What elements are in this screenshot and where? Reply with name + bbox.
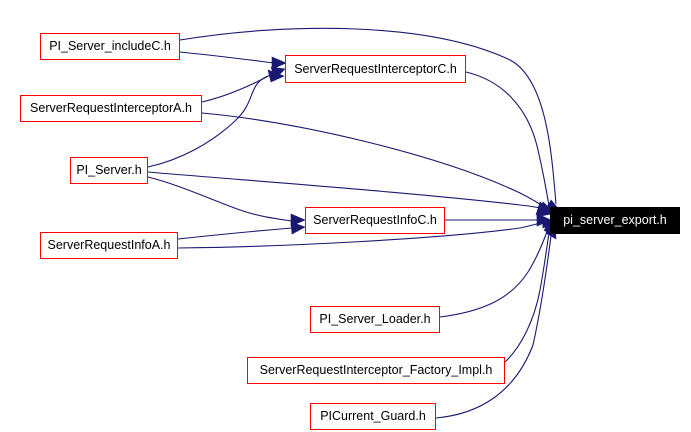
graph-node-serverrequestinterceptorc[interactable]: ServerRequestInterceptorC.h xyxy=(285,55,466,83)
graph-node-label: ServerRequestInfoA.h xyxy=(47,238,171,253)
edge-loader-to-export xyxy=(439,228,549,318)
edge-infoa-to-infoc xyxy=(177,227,293,240)
edge-interceptora-to-export xyxy=(201,112,547,209)
graph-node-label: PI_Server.h xyxy=(76,163,142,178)
graph-node-pi_server[interactable]: PI_Server.h xyxy=(70,157,148,184)
edge-interceptora-to-interceptorc xyxy=(201,72,275,103)
graph-node-serverrequestinfoc[interactable]: ServerRequestInfoC.h xyxy=(305,207,445,234)
graph-node-label: PI_Server_includeC.h xyxy=(49,39,171,54)
edge-piserver-to-infoc xyxy=(147,176,293,222)
edge-piserver-to-interceptorc xyxy=(147,75,269,168)
edge-piserver-to-export-arrowhead xyxy=(537,202,554,216)
edge-includec-to-export xyxy=(179,27,557,205)
graph-node-pi_server_export: pi_server_export.h xyxy=(550,207,680,234)
edge-includec-to-interceptorc xyxy=(179,51,275,64)
edge-includec-to-interceptorc-arrowhead xyxy=(271,56,287,70)
edge-piserver-to-export xyxy=(147,171,545,210)
graph-node-picurrent_guard[interactable]: PICurrent_Guard.h xyxy=(310,403,436,430)
graph-node-label: pi_server_export.h xyxy=(563,213,667,228)
edge-infoa-to-export xyxy=(177,221,545,249)
graph-node-pi_server_loader[interactable]: PI_Server_Loader.h xyxy=(310,306,440,333)
edge-piserver-to-interceptorc-arrowhead xyxy=(267,69,285,83)
graph-node-label: ServerRequestInterceptorC.h xyxy=(294,61,457,76)
graph-node-label: PI_Server_Loader.h xyxy=(319,312,431,327)
graph-node-serverrequestinfoa[interactable]: ServerRequestInfoA.h xyxy=(40,232,178,259)
graph-node-label: PICurrent_Guard.h xyxy=(320,409,426,424)
graph-node-serverrequestinterceptora[interactable]: ServerRequestInterceptorA.h xyxy=(20,95,202,122)
graph-node-label: ServerRequestInterceptor_Factory_Impl.h xyxy=(259,363,493,378)
edge-factoryimpl-to-export xyxy=(504,232,550,363)
edge-picurrent-to-export xyxy=(435,235,552,419)
edge-infoa-to-infoc-arrowhead xyxy=(290,221,306,235)
graph-node-serverrequestinterceptor_factory_impl[interactable]: ServerRequestInterceptor_Factory_Impl.h xyxy=(247,357,505,384)
graph-node-label: ServerRequestInterceptorA.h xyxy=(30,101,192,116)
edge-interceptorc-to-export xyxy=(465,71,550,207)
graph-node-pi_server_includec[interactable]: PI_Server_includeC.h xyxy=(40,33,180,60)
graph-node-label: ServerRequestInfoC.h xyxy=(313,213,437,228)
